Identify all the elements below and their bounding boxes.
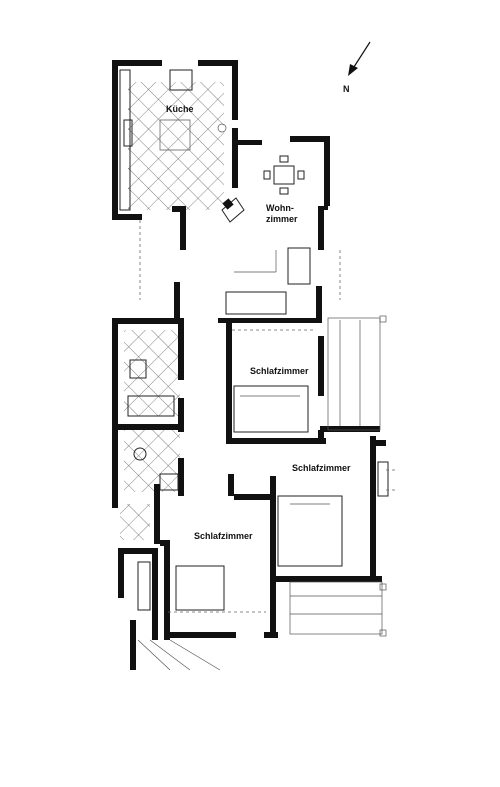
kitchen <box>112 60 238 220</box>
bedroom-1-label: Schlafzimmer <box>250 366 309 376</box>
kitchen-label: Küche <box>166 104 194 114</box>
north-label: N <box>343 84 350 94</box>
bedroom-3 <box>154 484 278 640</box>
bedroom-2 <box>228 436 396 582</box>
bedroom-1 <box>226 320 380 444</box>
living-room-label-line2: zimmer <box>266 214 298 224</box>
north-arrow: N <box>343 41 371 94</box>
bedroom-2-label: Schlafzimmer <box>292 463 351 473</box>
bathroom <box>112 318 184 508</box>
balcony <box>289 250 387 637</box>
living-room <box>139 128 330 323</box>
bedroom-3-label: Schlafzimmer <box>194 531 253 541</box>
entry <box>118 504 221 671</box>
living-room-label-line1: Wohn- <box>266 203 294 213</box>
